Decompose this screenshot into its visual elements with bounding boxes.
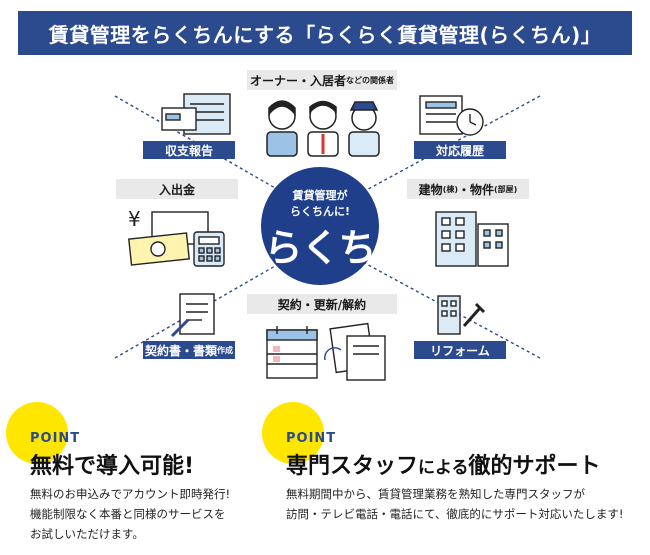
label-contracts: 契約・更新/解約 <box>247 294 397 314</box>
point1-heading: 無料で導入可能! <box>30 448 194 480</box>
point1-dot <box>6 402 68 464</box>
label-documents: 契約書・書類作成 <box>143 341 235 359</box>
point2-desc-line: 訪問・テレビ電話・電話にて、徹底的にサポート対応いたします! <box>286 507 624 521</box>
point2-heading: 専門スタッフによる徹的サポート <box>286 448 601 480</box>
point1-desc-line: お試しいただけます。 <box>30 527 144 541</box>
point1-label: POINT <box>30 431 81 446</box>
label-deposits: 入出金 <box>116 179 238 199</box>
history-icon <box>419 95 484 136</box>
page-title: 賃貸管理をらくちんにする「らくらく賃貸管理(らくちん)」 <box>18 11 632 55</box>
center-line2: らくちんに! <box>289 205 351 218</box>
label-building-mid: ・物件 <box>458 182 495 197</box>
reform-icon <box>437 295 486 335</box>
people-icon <box>266 100 380 157</box>
svg-text:¥: ¥ <box>128 207 141 231</box>
label-building-sub1: (棟) <box>442 184 458 194</box>
point2-head-a: 専門スタッフ <box>286 454 419 479</box>
label-owners: オーナー・入居者などの関係者 <box>247 70 397 90</box>
label-documents-sub: 作成 <box>217 345 233 355</box>
point2-label: POINT <box>286 431 337 446</box>
point1-desc-line: 無料のお申込みでアカウント即時発行! <box>30 487 231 501</box>
center-logo-circle: 賃貸管理が らくちんに! らくちん <box>261 167 379 325</box>
money-icon: ¥ <box>128 207 225 267</box>
point1-desc-line: 機能制限なく本番と同様のサービスを <box>30 507 226 521</box>
point2-desc-line: 無料期間中から、賃貸管理業務を熟知した専門スタッフが <box>286 487 585 501</box>
label-income-report: 収支報告 <box>143 141 235 159</box>
label-building: 建物(棟)・物件(部屋) <box>407 179 529 199</box>
point2-desc: 無料期間中から、賃貸管理業務を熟知した専門スタッフが 訪問・テレビ電話・電話にて… <box>286 484 624 524</box>
point1-head-b: で導入可能! <box>74 454 195 479</box>
label-owners-main: オーナー・入居者 <box>249 73 346 88</box>
label-history: 対応履歴 <box>414 141 506 159</box>
label-reform: リフォーム <box>414 341 506 359</box>
report-icon <box>161 93 231 135</box>
point1-head-a: 無料 <box>30 454 75 479</box>
point2-head-c: 徹的サポート <box>468 454 601 479</box>
center-line1: 賃貸管理が <box>292 189 348 202</box>
label-building-main: 建物 <box>418 182 443 197</box>
calendar-docs-icon <box>266 322 386 381</box>
point2-head-b: による <box>418 458 469 478</box>
point2-dot <box>262 402 324 464</box>
point1-desc: 無料のお申込みでアカウント即時発行! 機能制限なく本番と同様のサービスを お試し… <box>30 484 230 544</box>
label-owners-sub: などの関係者 <box>346 75 394 85</box>
label-documents-main: 契約書・書類 <box>144 343 217 358</box>
documents-icon <box>170 293 215 338</box>
building-icon <box>435 211 509 267</box>
label-building-sub2: (部屋) <box>494 184 518 194</box>
